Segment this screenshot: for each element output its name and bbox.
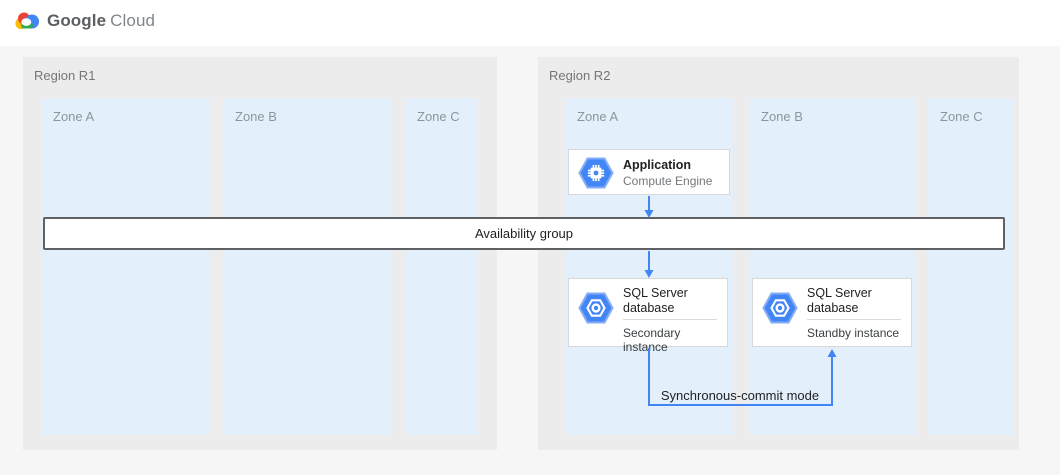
- divider: [623, 319, 717, 320]
- sql-secondary-node: SQL Server database Secondary instance: [568, 278, 728, 354]
- region-r1-zone-a: Zone A: [41, 98, 209, 435]
- google-cloud-logo-icon: [15, 12, 39, 30]
- divider: [807, 319, 901, 320]
- region-r2-zone-b: Zone B: [749, 98, 915, 435]
- sql-standby-instance-label: Standby instance: [807, 326, 900, 340]
- region-r2-label: Region R2: [549, 68, 611, 83]
- application-title: Application: [623, 158, 692, 172]
- region-r2-zone-c: Zone C: [928, 98, 1013, 435]
- sql-secondary-instance-label: Secondary instance: [623, 326, 681, 354]
- sql-server-icon: [578, 292, 614, 324]
- zone-label: Zone B: [761, 109, 803, 124]
- zone-label: Zone A: [577, 109, 619, 124]
- zone-label: Zone A: [53, 109, 95, 124]
- compute-engine-icon: [578, 157, 614, 189]
- sql-secondary-title: SQL Server database: [623, 286, 688, 315]
- sql-standby-title: SQL Server database: [807, 286, 872, 315]
- sql-server-icon: [762, 292, 798, 324]
- zone-label: Zone B: [235, 109, 277, 124]
- availability-group-label: Availability group: [474, 226, 574, 241]
- sync-commit-mode-label: Synchronous-commit mode: [660, 388, 820, 403]
- sql-standby-node: SQL Server database Standby instance: [752, 278, 912, 347]
- availability-group-bar: Availability group: [43, 217, 1005, 250]
- region-r1-zone-c: Zone C: [405, 98, 478, 435]
- region-r1-label: Region R1: [34, 68, 96, 83]
- zone-label: Zone C: [940, 109, 983, 124]
- application-node: Application Compute Engine: [568, 149, 730, 195]
- logo-product: Cloud: [110, 10, 156, 30]
- region-r1: Region R1 Zone A Zone B Zone C: [23, 57, 497, 450]
- zone-label: Zone C: [417, 109, 460, 124]
- application-product: Compute Engine: [623, 174, 713, 188]
- logo-brand: Google: [47, 10, 107, 30]
- region-r1-zone-b: Zone B: [223, 98, 391, 435]
